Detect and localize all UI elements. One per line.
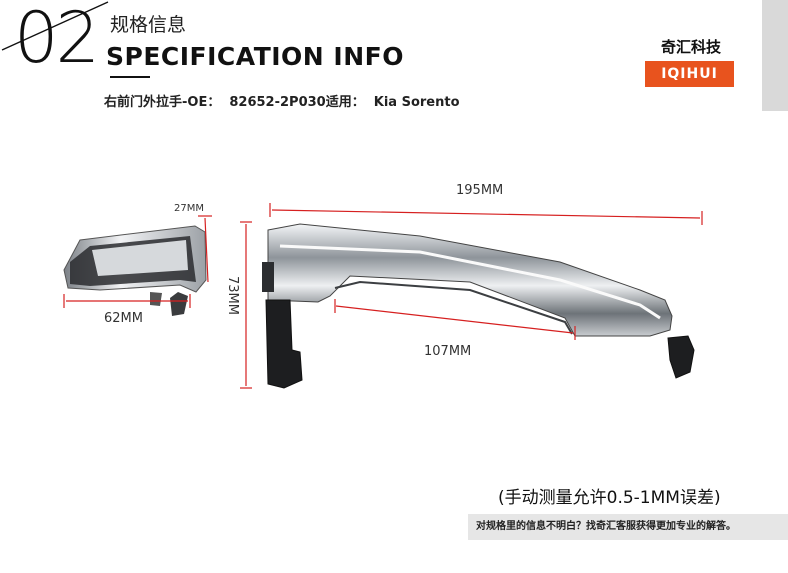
dim-label-195mm: 195MM (456, 183, 504, 198)
brand-name: 奇汇科技 (660, 38, 721, 56)
section-number: 02 (14, 0, 100, 79)
dimension-lines (63, 203, 703, 389)
footer-help-bar: 对规格里的信息不明白？找奇汇客服获得更加专业的解答。 (468, 514, 788, 540)
title-underline (110, 76, 150, 78)
section-subtitle: 规格信息 (110, 14, 187, 36)
product-description: 右前门外拉手-OE： 82652-2P030适用： Kia Sorento (104, 95, 460, 110)
title-slash-decoration (1, 1, 109, 51)
measurement-tolerance-note: (手动测量允许0.5-1MM误差) (498, 488, 721, 508)
handle-side-view (63, 225, 207, 316)
side-decoration-bar (762, 0, 788, 111)
dim-label-27mm: 27MM (174, 203, 204, 214)
section-title: SPECIFICATION INFO (106, 42, 404, 71)
handle-front-view (262, 223, 695, 389)
brand-badge: IQIHUI (645, 61, 734, 87)
dim-label-62mm: 62MM (104, 311, 143, 326)
dim-label-73mm: 73MM (225, 276, 240, 315)
dim-label-107mm: 107MM (424, 344, 472, 359)
